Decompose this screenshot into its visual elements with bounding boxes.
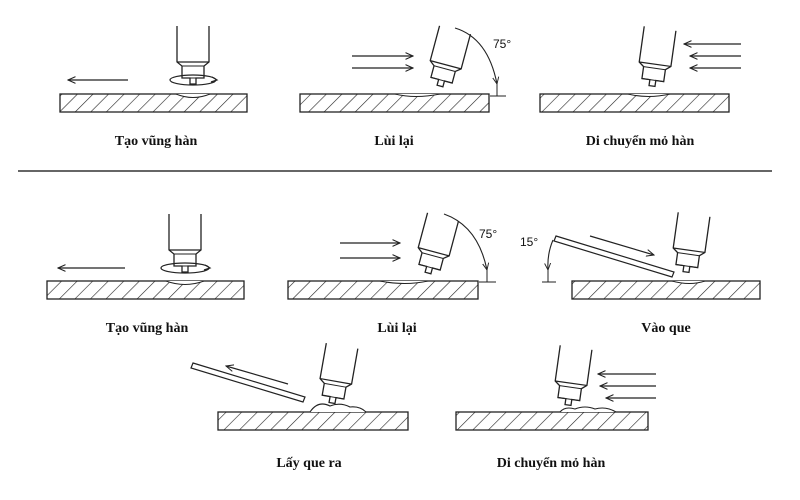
angle-label: 15° [520,235,538,249]
withdraw-arrow-icon [226,366,289,385]
row2-step1-create-pool [46,213,245,300]
workpiece-plate [46,280,245,300]
weld-pool [165,280,205,285]
caption-row1-step2: Lùi lại [374,134,414,149]
caption-row2-step4: Lấy que ra [276,456,342,471]
caption-row1-step1: Tạo vũng hàn [114,134,198,149]
weld-bead [627,93,671,97]
row1-step2-back-up: 75° [299,25,511,113]
caption-row2-step1: Tạo vũng hàn [105,321,189,336]
filler-rod [190,362,306,403]
caption-row2-step3: Vào que [641,321,691,336]
weld-bead [671,280,706,284]
torch-icon [423,25,472,91]
workpiece-plate [59,93,248,113]
weld-bead [379,280,429,284]
weld-pool [175,93,211,98]
workpiece-plate [287,280,479,300]
workpiece-plate [217,411,409,431]
row1-step3-move-torch [539,25,741,113]
angle-label: 75° [493,37,511,51]
caption-row2-step2: Lùi lại [377,321,417,336]
row2-step2-back-up: 75° [287,212,497,300]
angle-arc [548,239,554,270]
weld-bead [394,93,441,97]
angle-arc [454,27,497,84]
workpiece-plate [299,93,490,113]
caption-row1-step3: Di chuyển mỏ hàn [585,134,695,149]
caption-row2-step5: Di chuyển mỏ hàn [496,456,606,471]
angle-label: 75° [479,227,497,241]
weld-bead [309,403,367,413]
weld-bead [559,406,617,413]
workpiece-plate [455,411,649,431]
feed-arrow-icon [589,235,654,255]
angle-arc [443,213,487,270]
torch-icon [635,25,677,89]
torch-icon [315,342,359,407]
torch-icon [669,211,711,275]
row2-step3-add-rod: 15° [520,211,761,300]
row1-step1-create-pool [59,25,248,113]
row2-step4-withdraw-rod [190,342,409,431]
torch-icon [551,344,593,408]
workpiece-plate [539,93,730,113]
filler-rod [553,235,675,278]
workpiece-plate [571,280,761,300]
row2-step5-move-torch [455,344,656,431]
torch-icon [411,212,460,278]
